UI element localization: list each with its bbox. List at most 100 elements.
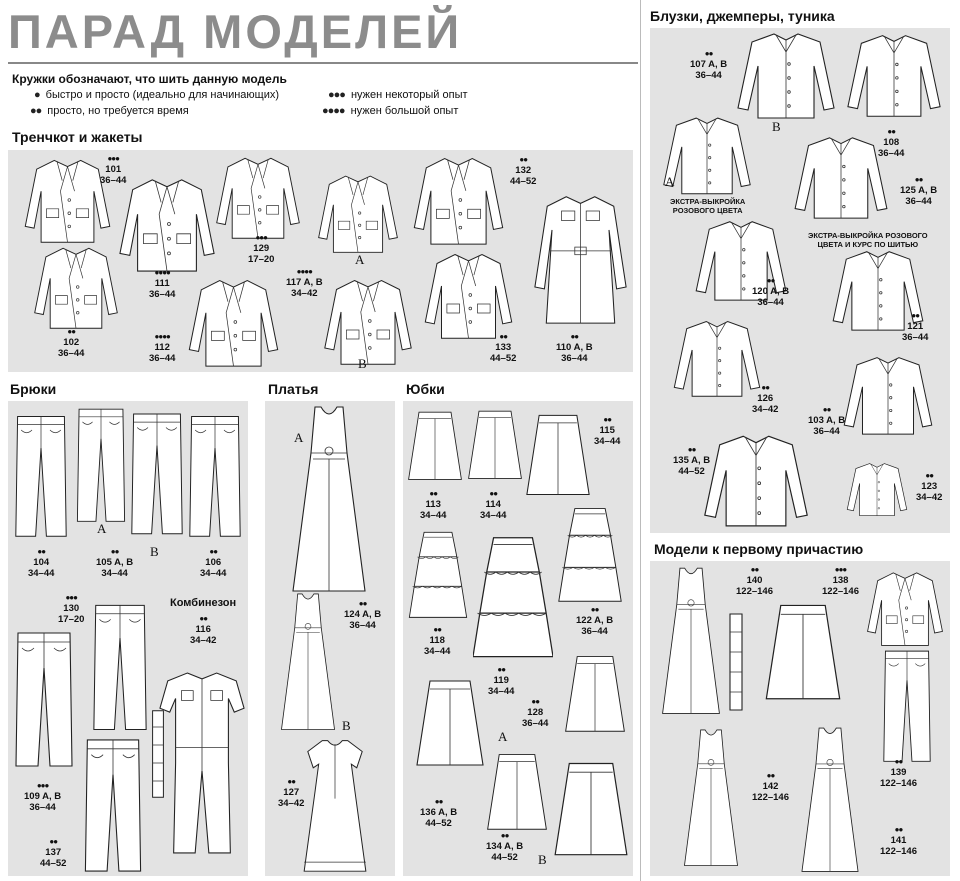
skirt-118-drawing xyxy=(405,529,471,619)
jacket-133-drawing xyxy=(411,250,526,340)
pants-130-drawing xyxy=(92,591,148,741)
pants-139-drawing xyxy=(882,647,932,763)
model-size: 36–44 xyxy=(149,353,176,364)
legend-title: Кружки обозначают, что шить данную модел… xyxy=(12,72,287,86)
dots: ●●● xyxy=(65,593,78,602)
model-number: 137 xyxy=(45,847,62,858)
section-title-pants: Брюки xyxy=(10,381,57,397)
legend-text: быстро и просто (идеально для начинающих… xyxy=(45,89,280,101)
model-size: 34–44 xyxy=(28,568,55,579)
section-title-communion: Модели к первому причастию xyxy=(654,541,864,557)
pants-109-drawing xyxy=(14,613,74,783)
model-size: 36–44 xyxy=(695,70,722,81)
dots: ●● xyxy=(358,599,368,608)
model-size: 36–44 xyxy=(878,148,905,159)
model-number: 112 xyxy=(154,342,170,353)
model-number: 121 xyxy=(907,321,924,332)
scarf-drawing xyxy=(148,709,168,799)
dress-127-drawing xyxy=(293,737,377,873)
model-size: 122–146 xyxy=(736,586,773,597)
dots: ●● xyxy=(603,415,612,424)
model-number: 116 xyxy=(195,624,211,635)
jacket-117b-drawing xyxy=(313,276,423,366)
variant-label-a: A xyxy=(355,252,365,267)
pants-105a-drawing xyxy=(74,405,128,523)
model-number: 119 xyxy=(493,675,509,686)
sash-drawing xyxy=(726,607,746,717)
model-size: 36–44 xyxy=(58,348,85,359)
model-number: 101 xyxy=(105,164,122,175)
note-pink-pattern-course: ЭКСТРА-ВЫКРОЙКА РОЗОВОГО ЦВЕТА И КУРС ПО… xyxy=(808,231,928,249)
blouse-103-drawing xyxy=(832,354,944,436)
model-size: 17–20 xyxy=(248,254,275,265)
model-size: 44–52 xyxy=(510,176,537,187)
legend-text: нужен некоторый опыт xyxy=(350,89,468,101)
pants-137-drawing xyxy=(82,735,144,873)
dress-124b-drawing xyxy=(271,591,345,731)
jacket-138-drawing xyxy=(864,569,946,647)
dots: ●●●● xyxy=(154,268,171,277)
dots: ●● xyxy=(914,175,924,184)
variant-label-b: B xyxy=(772,119,781,134)
dots: ●● xyxy=(822,405,832,414)
model-size: 36–44 xyxy=(902,332,929,343)
model-size: 44–52 xyxy=(491,852,518,863)
model-size: 36–44 xyxy=(149,289,176,300)
variant-label-b: B xyxy=(538,852,547,867)
skirt-119-drawing xyxy=(473,531,553,661)
variant-label-a: A xyxy=(97,521,107,536)
model-number: 133 xyxy=(495,342,512,353)
dots: ●● xyxy=(287,777,296,786)
section-title-dresses: Платья xyxy=(268,381,319,397)
model-size: 34–42 xyxy=(752,404,779,415)
dots: ●● xyxy=(67,327,76,336)
legend-dots: ●●● xyxy=(328,89,346,101)
dots: ●● xyxy=(500,831,510,840)
model-size: 122–146 xyxy=(822,586,859,597)
model-size: 122–146 xyxy=(880,778,917,789)
variant-label-a: A xyxy=(498,729,508,744)
model-size: 122–146 xyxy=(880,846,917,857)
column-divider xyxy=(640,0,641,881)
dots: ●● xyxy=(761,383,770,392)
model-size: 34–42 xyxy=(916,492,943,503)
skirt-113-drawing xyxy=(407,405,463,485)
blouse-123-drawing xyxy=(846,452,908,526)
model-number: 135 A, B xyxy=(673,455,711,466)
variant-label-a: A xyxy=(665,174,675,189)
model-size: 34–42 xyxy=(291,288,318,299)
legend-dots: ● xyxy=(34,89,41,101)
dots: ●● xyxy=(209,547,218,556)
panel-pants xyxy=(8,401,248,876)
model-number: 129 xyxy=(253,243,270,254)
model-size: 44–52 xyxy=(490,353,517,364)
dots: ●● xyxy=(766,771,776,780)
model-number: 140 xyxy=(746,575,763,586)
jacket-117a-drawing xyxy=(313,172,403,254)
model-size: 36–44 xyxy=(813,426,840,437)
model-size: 34–44 xyxy=(594,436,621,447)
model-number: 124 A, B xyxy=(344,609,382,620)
dots: ●● xyxy=(894,825,904,834)
dots: ●● xyxy=(199,614,208,623)
model-size: 34–44 xyxy=(480,510,507,521)
